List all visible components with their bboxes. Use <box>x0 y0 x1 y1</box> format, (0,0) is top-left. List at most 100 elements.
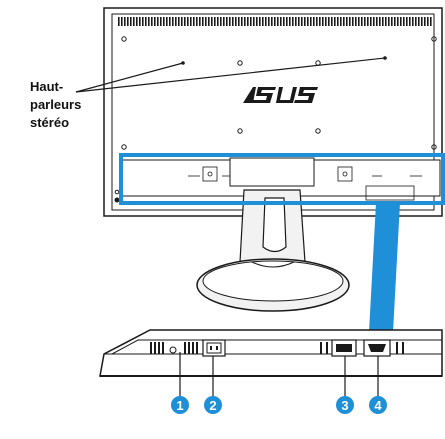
vent-slot <box>415 17 417 26</box>
vent-slot <box>163 17 165 26</box>
vent-slot <box>256 17 258 26</box>
vent-slot <box>331 17 333 26</box>
vent-slot <box>229 17 231 26</box>
vent-slot <box>307 17 309 26</box>
vent-slot <box>130 17 132 26</box>
vent-slot <box>145 17 147 26</box>
vent-slot <box>367 17 369 26</box>
vent-slot <box>370 17 372 26</box>
vent-slot <box>193 17 195 26</box>
vent-slot <box>310 17 312 26</box>
vent-slot <box>172 17 174 26</box>
vent-slot <box>346 17 348 26</box>
vent-slot <box>322 17 324 26</box>
vent-slot <box>211 17 213 26</box>
vent-slot <box>394 17 396 26</box>
speaker-label-line-3: stéréo <box>30 115 70 130</box>
callout-badge-2: 2 <box>204 396 222 414</box>
vent-slot <box>148 17 150 26</box>
speaker-leader-lines <box>75 57 386 93</box>
vent-slot <box>298 17 300 26</box>
vent-slot <box>139 17 141 26</box>
vent-slot <box>118 17 120 26</box>
speaker-label-line-2: parleurs <box>30 97 82 112</box>
vent-slot <box>352 17 354 26</box>
vent-slot <box>223 17 225 26</box>
callout-badge-3: 3 <box>336 396 354 414</box>
vent-slot <box>175 17 177 26</box>
vent-slot <box>160 17 162 26</box>
vent-slot <box>127 17 129 26</box>
vent-slot <box>406 17 408 26</box>
kensington-lock-slot <box>114 197 120 203</box>
svg-text:2: 2 <box>209 398 216 413</box>
ventilation-grille <box>118 17 432 26</box>
vent-slot <box>340 17 342 26</box>
vent-slot <box>316 17 318 26</box>
vent-slot <box>400 17 402 26</box>
vent-slot <box>430 17 432 26</box>
connector-1 <box>150 342 198 354</box>
vent-slot <box>385 17 387 26</box>
svg-text:1: 1 <box>176 398 183 413</box>
port-bay-detail <box>188 166 422 201</box>
stand-base <box>196 258 350 312</box>
vent-slot <box>343 17 345 26</box>
vent-slot <box>184 17 186 26</box>
vent-slot <box>283 17 285 26</box>
vent-slot <box>124 17 126 26</box>
svg-text:3: 3 <box>341 398 348 413</box>
vent-slot <box>391 17 393 26</box>
callout-badge-4: 4 <box>369 396 387 414</box>
vent-slot <box>295 17 297 26</box>
vent-slot <box>301 17 303 26</box>
vent-slot <box>274 17 276 26</box>
vent-slot <box>412 17 414 26</box>
asus-logo <box>243 87 318 103</box>
mounting-holes <box>121 36 437 150</box>
vent-slot <box>376 17 378 26</box>
lock-icon <box>114 189 120 195</box>
vent-slot <box>166 17 168 26</box>
vent-slot <box>181 17 183 26</box>
vent-slot <box>241 17 243 26</box>
vent-slot <box>136 17 138 26</box>
vent-slot <box>277 17 279 26</box>
vent-slot <box>427 17 429 26</box>
vent-slot <box>253 17 255 26</box>
vent-slot <box>169 17 171 26</box>
vent-slot <box>364 17 366 26</box>
vent-slot <box>238 17 240 26</box>
vent-slot <box>214 17 216 26</box>
callout-badge-1: 1 <box>171 396 189 414</box>
dvi-port <box>320 339 357 357</box>
vent-slot <box>187 17 189 26</box>
vent-slot <box>133 17 135 26</box>
vent-slot <box>409 17 411 26</box>
vent-slot <box>286 17 288 26</box>
vent-slot <box>418 17 420 26</box>
vent-slot <box>289 17 291 26</box>
vent-slot <box>157 17 159 26</box>
vent-slot <box>121 17 123 26</box>
vent-slot <box>292 17 294 26</box>
vent-slot <box>142 17 144 26</box>
vent-slot <box>271 17 273 26</box>
vent-slot <box>328 17 330 26</box>
vent-slot <box>154 17 156 26</box>
ac-power-inlet <box>202 339 226 357</box>
speaker-label: Haut- parleurs stéréo <box>30 78 81 132</box>
vent-slot <box>217 17 219 26</box>
vent-slot <box>373 17 375 26</box>
vent-slot <box>388 17 390 26</box>
vent-slot <box>382 17 384 26</box>
vent-slot <box>235 17 237 26</box>
vent-slot <box>304 17 306 26</box>
vent-slot <box>250 17 252 26</box>
vent-slot <box>355 17 357 26</box>
vent-slot <box>379 17 381 26</box>
port-strip <box>99 329 443 377</box>
vent-slot <box>259 17 261 26</box>
vent-slot <box>268 17 270 26</box>
